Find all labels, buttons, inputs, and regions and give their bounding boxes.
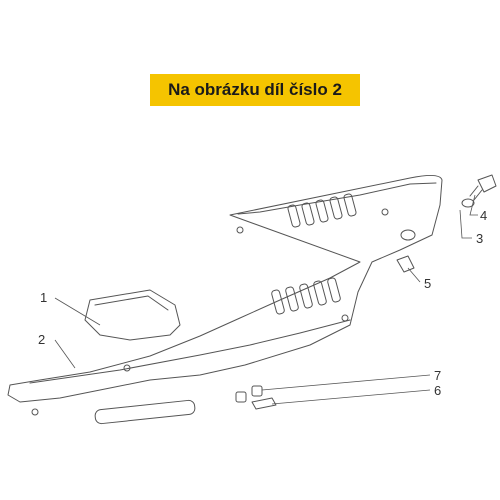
leader-5 bbox=[407, 267, 421, 283]
callout-7: 7 bbox=[434, 368, 441, 383]
clip-part-5 bbox=[396, 255, 415, 273]
screw-part-4 bbox=[469, 174, 497, 201]
callout-5: 5 bbox=[424, 276, 431, 291]
callout-2: 2 bbox=[38, 332, 45, 347]
leader-2 bbox=[54, 339, 76, 369]
callout-3: 3 bbox=[476, 231, 483, 246]
front-scoop-part-1 bbox=[84, 289, 181, 341]
banner-text: Na obrázku díl číslo 2 bbox=[168, 80, 342, 99]
lower-slot bbox=[94, 399, 196, 425]
leader-7 bbox=[261, 374, 431, 391]
panel-fastener bbox=[400, 229, 416, 241]
leader-3 bbox=[459, 209, 472, 239]
clip-part-7 bbox=[235, 391, 247, 403]
leader-4 bbox=[469, 194, 478, 216]
washer-part-3 bbox=[461, 198, 475, 208]
side-panel-upper bbox=[7, 174, 443, 403]
lower-grille bbox=[271, 277, 341, 315]
strip-part-6 bbox=[251, 397, 277, 410]
callout-4: 4 bbox=[480, 208, 487, 223]
leader-1 bbox=[54, 297, 101, 326]
leader-6 bbox=[271, 389, 431, 405]
upper-grille bbox=[287, 193, 357, 228]
clip-part-7b bbox=[251, 385, 263, 397]
part-number-banner: Na obrázku díl číslo 2 bbox=[150, 74, 360, 106]
callout-1: 1 bbox=[40, 290, 47, 305]
lower-rail bbox=[29, 319, 351, 384]
callout-6: 6 bbox=[434, 383, 441, 398]
